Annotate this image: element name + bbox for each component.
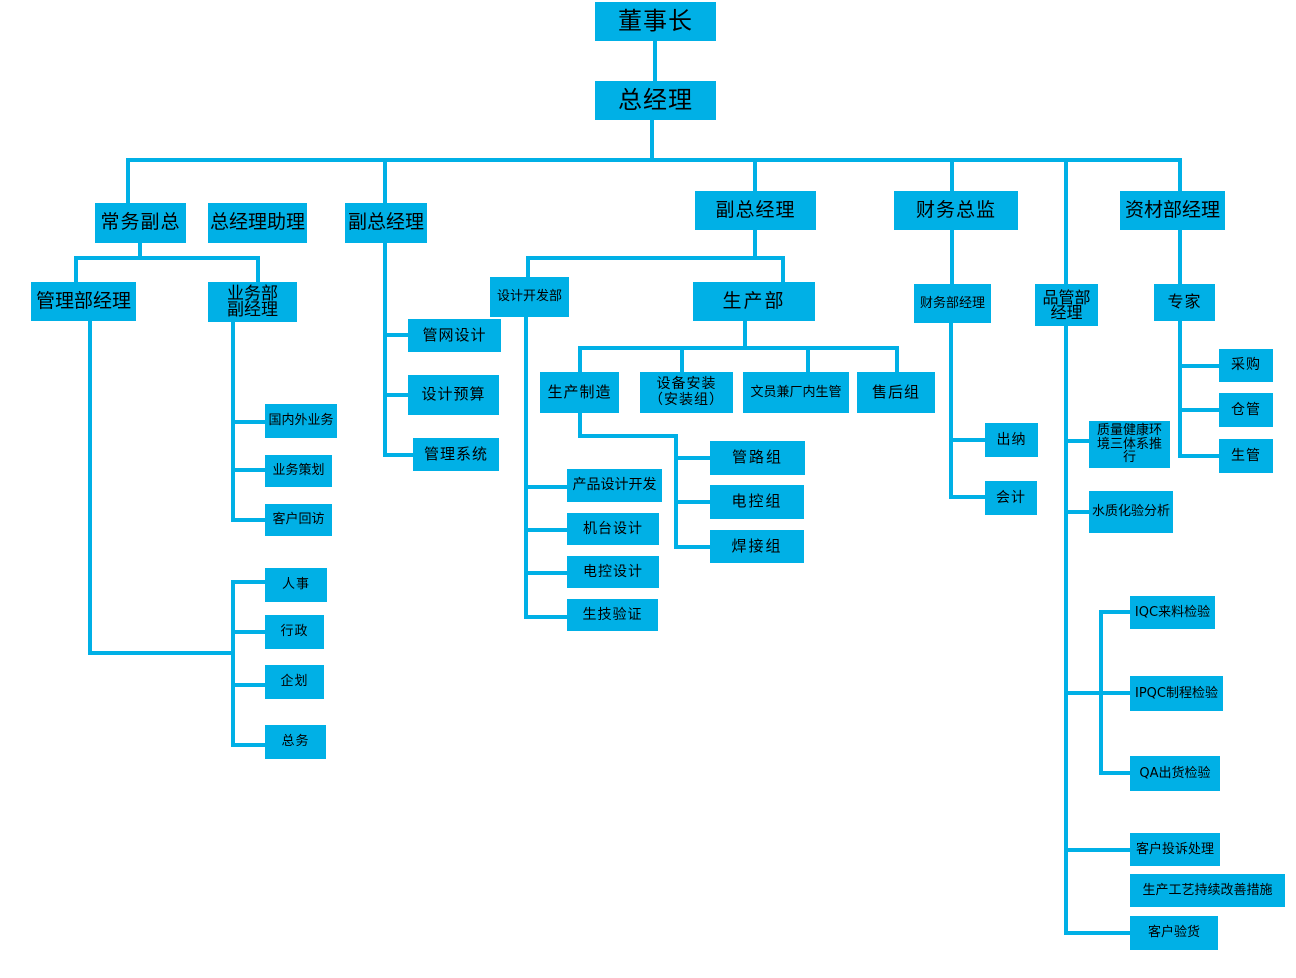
node-finance-manager: 财务部经理: [914, 284, 991, 323]
node-pipe-design: 管网设计: [408, 319, 501, 352]
node-process-improvement: 生产工艺持续改善措施: [1130, 874, 1285, 907]
node-vice-gm-left: 副总经理: [345, 203, 427, 243]
node-qa: QA出货检验: [1130, 756, 1220, 791]
node-administration: 行政: [265, 615, 324, 649]
node-gm-assistant: 总经理助理: [208, 203, 307, 243]
node-vice-gm-center: 副总经理: [695, 191, 816, 230]
node-purchasing: 采购: [1219, 349, 1273, 382]
node-iqc: IQC来料检验: [1130, 596, 1215, 629]
node-manufacturing: 生产制造: [540, 372, 619, 413]
node-executive-vp: 常务副总: [95, 203, 186, 243]
node-cashier: 出纳: [985, 423, 1038, 457]
node-chairman: 董事长: [595, 2, 716, 41]
node-planning: 企划: [265, 665, 324, 699]
node-production-dept: 生产部: [693, 282, 815, 321]
node-equipment-install: 设备安装 （安装组）: [640, 372, 733, 413]
node-warehouse: 仓管: [1219, 393, 1273, 427]
node-after-sales: 售后组: [857, 372, 935, 413]
node-quality-system: 质量健康环 境三体系推行: [1089, 421, 1170, 468]
node-client-visit: 客户回访: [265, 504, 332, 536]
node-complaint-handling: 客户投诉处理: [1130, 833, 1220, 866]
node-clerk-production-control: 文员兼厂内生管: [743, 372, 849, 413]
node-design-dev-dept: 设计开发部: [490, 277, 569, 317]
node-customer-acceptance: 客户验货: [1130, 916, 1218, 950]
node-materials-manager: 资材部经理: [1120, 191, 1225, 230]
node-tech-verification: 生技验证: [567, 599, 658, 631]
node-electrical-design: 电控设计: [567, 556, 659, 588]
node-general-affairs: 总务: [265, 725, 326, 759]
node-machine-design: 机台设计: [567, 513, 659, 545]
node-pipeline-group: 管路组: [710, 441, 805, 475]
node-product-design-dev: 产品设计开发: [567, 469, 662, 502]
node-business-deputy: 业务部 副经理: [208, 282, 297, 322]
node-domestic-intl-business: 国内外业务: [265, 404, 337, 438]
node-hr: 人事: [265, 568, 327, 602]
node-ipqc: IPQC制程检验: [1130, 676, 1223, 711]
node-accountant: 会计: [985, 481, 1037, 515]
node-electrical-group: 电控组: [710, 485, 804, 519]
node-qc-manager: 品管部 经理: [1035, 284, 1098, 326]
node-production-control: 生管: [1219, 439, 1273, 473]
node-welding-group: 焊接组: [710, 530, 804, 563]
node-water-testing: 水质化验分析: [1089, 491, 1173, 533]
node-admin-manager: 管理部经理: [31, 282, 136, 321]
node-general-manager: 总经理: [595, 81, 716, 120]
node-cfo: 财务总监: [894, 191, 1018, 230]
node-management-system: 管理系统: [413, 438, 499, 471]
node-business-planning: 业务策划: [265, 455, 332, 487]
node-design-budget: 设计预算: [408, 375, 499, 415]
node-expert: 专家: [1154, 284, 1215, 321]
